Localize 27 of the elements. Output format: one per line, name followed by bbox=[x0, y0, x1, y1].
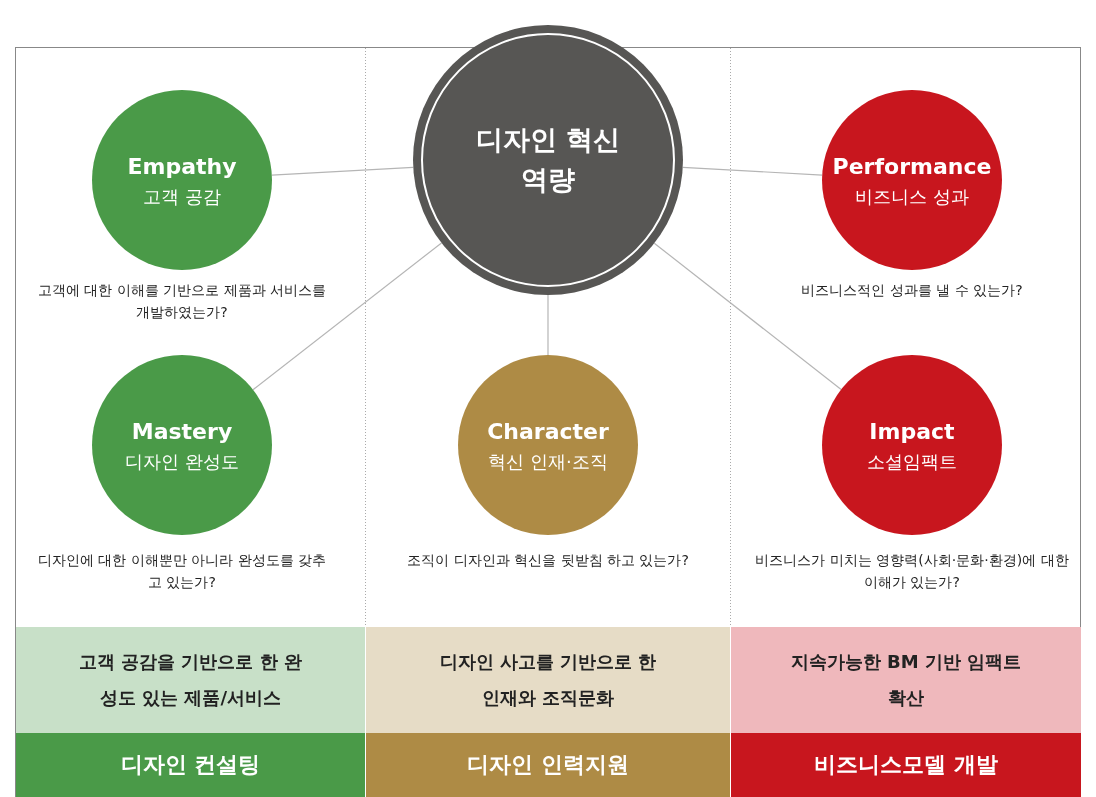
connector-line bbox=[682, 166, 823, 176]
question-text: 디자인에 대한 이해뿐만 아니라 완성도를 갖추고 있는가? bbox=[36, 551, 328, 592]
description-band: 지속가능한 BM 기반 임팩트 확산 bbox=[731, 627, 1081, 733]
circle-subtitle: 고객 공감 bbox=[143, 185, 221, 209]
question-text: 조직이 디자인과 혁신을 뒷받침 하고 있는가? bbox=[406, 551, 690, 570]
circle-title: Empathy bbox=[127, 153, 237, 181]
circle-subtitle: 디자인 완성도 bbox=[125, 450, 239, 474]
circle-subtitle: 비즈니스 성과 bbox=[855, 185, 969, 209]
circle-subtitle: 소셜임팩트 bbox=[867, 450, 957, 474]
circle-title: Impact bbox=[869, 418, 955, 446]
connector-line bbox=[271, 166, 414, 176]
circle-title: Mastery bbox=[131, 418, 233, 446]
service-band: 비즈니스모델 개발 bbox=[731, 733, 1081, 797]
service-band: 디자인 컨설팅 bbox=[16, 733, 365, 797]
description-band: 디자인 사고를 기반으로 한 인재와 조직문화 bbox=[366, 627, 730, 733]
circle-title: 디자인 혁신역량 bbox=[474, 123, 622, 197]
circle-subtitle: 혁신 인재·조직 bbox=[488, 450, 608, 474]
connector-line bbox=[653, 242, 842, 391]
connector-line bbox=[252, 242, 443, 391]
circle-title: Performance bbox=[832, 153, 992, 181]
question-text: 비즈니스적인 성과를 낼 수 있는가? bbox=[800, 281, 1024, 300]
circle-title: Character bbox=[487, 418, 609, 446]
question-text: 비즈니스가 미치는 영향력(사회·문화·환경)에 대한 이해가 있는가? bbox=[754, 551, 1070, 592]
description-band: 고객 공감을 기반으로 한 완성도 있는 제품/서비스 bbox=[16, 627, 365, 733]
question-text: 고객에 대한 이해를 기반으로 제품과 서비스를 개발하였는가? bbox=[36, 281, 328, 322]
service-band: 디자인 인력지원 bbox=[366, 733, 730, 797]
connector-line bbox=[547, 294, 549, 356]
